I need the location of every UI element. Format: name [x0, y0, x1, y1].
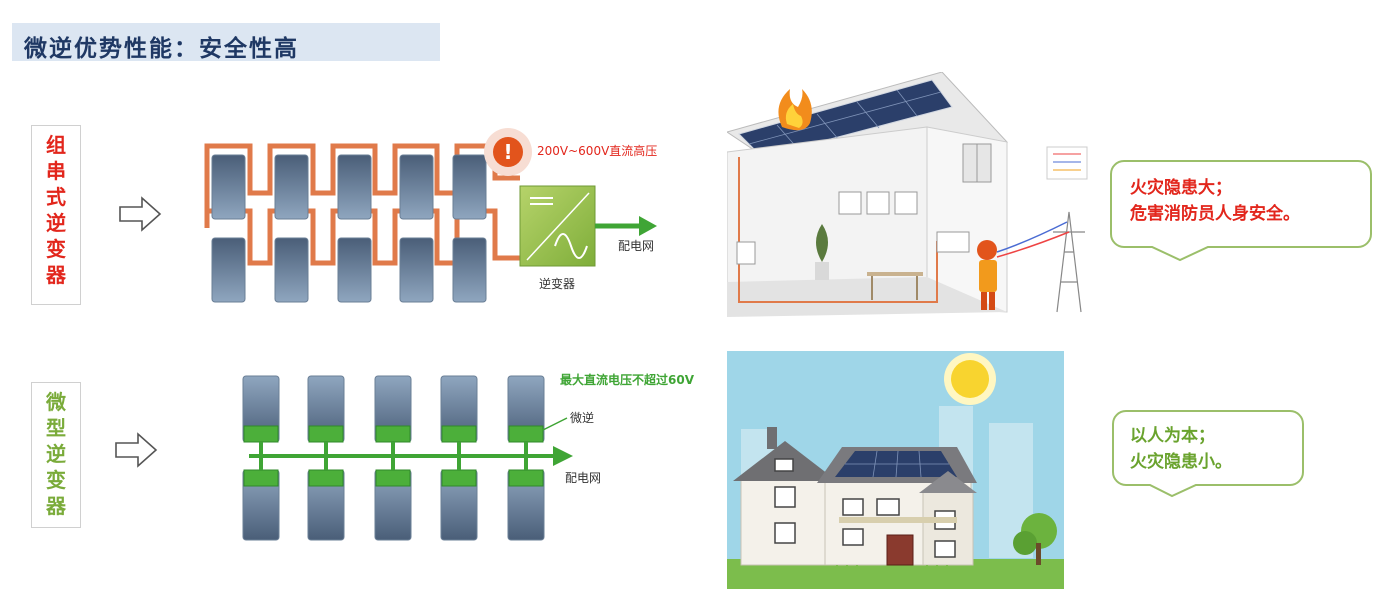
warning-mark: ! [503, 140, 512, 164]
warning-icon [493, 137, 523, 167]
micro-inverter [508, 469, 544, 487]
window [842, 528, 864, 546]
pv-panel [211, 154, 246, 220]
label-char: 变 [46, 237, 66, 261]
micro-inverter-label: 微 型 逆 变 器 [31, 382, 81, 528]
micro-inverter-group [243, 425, 544, 487]
risk-bubble: 火灾隐患大； 危害消防员人身安全。 [1110, 160, 1372, 248]
front-door [886, 534, 914, 566]
window [842, 498, 864, 516]
micro-inverter-text: 微逆 [570, 410, 594, 425]
micro-inverter [441, 425, 477, 443]
house-sun-illustration [727, 351, 1064, 589]
page-title: 微逆优势性能：安全性高 [24, 35, 299, 62]
pv-panel [274, 237, 309, 303]
grid-label: 配电网 [565, 471, 601, 485]
ac-bus [249, 442, 557, 470]
label-char: 型 [46, 416, 66, 440]
micro-inverter [243, 425, 279, 443]
label-char: 逆 [46, 211, 66, 235]
label-char: 串 [46, 159, 66, 183]
voltage-limit-text: 最大直流电压不超过60V [560, 372, 695, 387]
inverter-label: 逆变器 [539, 276, 575, 291]
ac-wave-icon [554, 233, 588, 259]
bubble-line: 以人为本； [1130, 426, 1215, 446]
bubble-tail [1150, 246, 1210, 262]
micro-inverter [375, 425, 411, 443]
window [774, 486, 796, 508]
micro-inverter [308, 425, 344, 443]
pv-panel [337, 154, 372, 220]
bubble-line: 火灾隐患大； [1130, 178, 1232, 198]
window [774, 522, 796, 544]
pv-panel [399, 237, 434, 303]
pv-panel [274, 154, 309, 220]
string-inverter-diagram: ! 200V~600V直流高压 逆变器 配电网 [204, 128, 657, 303]
bubble-tail [1148, 484, 1198, 498]
power-tower-icon [1053, 211, 1085, 313]
window [876, 498, 900, 516]
grid-label: 配电网 [618, 239, 654, 253]
pv-panel [399, 154, 434, 220]
label-char: 式 [46, 185, 66, 209]
string-inverter-label: 组 串 式 逆 变 器 [31, 125, 81, 305]
label-char: 逆 [46, 442, 66, 466]
pv-panel [452, 237, 487, 303]
house-fire-illustration [727, 72, 1090, 327]
micro-pointer [542, 417, 568, 431]
sun-icon [951, 360, 989, 398]
safety-bubble: 以人为本； 火灾隐患小。 [1112, 410, 1304, 486]
micro-inverter-diagram: 微逆 配电网 最大直流电压不超过60V [242, 372, 695, 541]
window [934, 540, 956, 558]
pv-panel [337, 237, 372, 303]
micro-inverter [375, 469, 411, 487]
right-arrow-icon [115, 432, 158, 468]
plant-icon [816, 224, 828, 262]
micro-inverter [441, 469, 477, 487]
micro-inverter [243, 469, 279, 487]
firefighter-icon [977, 240, 997, 260]
grid-arrow-icon [639, 216, 657, 236]
pv-panel-group [211, 154, 487, 303]
page-title-banner: 微逆优势性能：安全性高 [12, 23, 440, 62]
right-arrow-icon [119, 196, 162, 232]
label-char: 微 [46, 390, 66, 414]
micro-inverter [508, 425, 544, 443]
bubble-line: 火灾隐患小。 [1130, 452, 1232, 472]
window [774, 458, 794, 472]
pv-panel [211, 237, 246, 303]
grid-arrow-icon [553, 446, 573, 466]
micro-inverter [308, 469, 344, 487]
label-char: 变 [46, 468, 66, 492]
label-char: 器 [46, 263, 66, 287]
pv-panel [452, 154, 487, 220]
voltage-warning-text: 200V~600V直流高压 [537, 143, 657, 158]
label-char: 器 [46, 494, 66, 518]
label-char: 组 [46, 133, 66, 157]
bubble-line: 危害消防员人身安全。 [1130, 204, 1300, 224]
